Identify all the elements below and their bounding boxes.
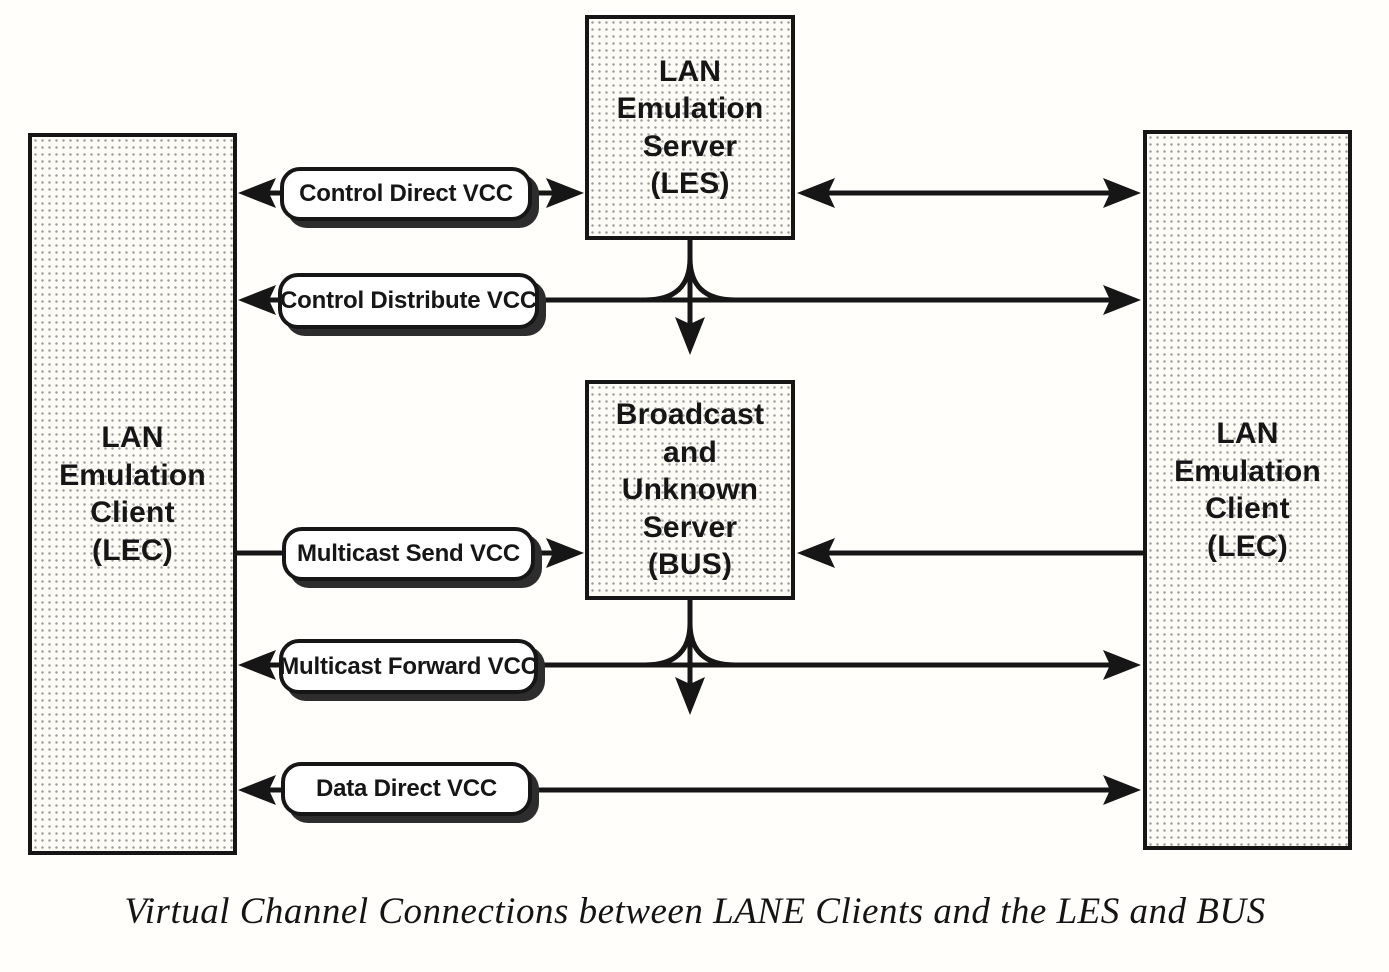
pill-multicast-forward-vcc-label: Multicast Forward VCC — [279, 652, 538, 680]
node-bus-label: Broadcast and Unknown Server (BUS) — [615, 398, 765, 582]
arrowhead-right — [1103, 178, 1141, 208]
les-to-right-lec-connector — [797, 178, 1141, 208]
pill-control-direct-vcc-label: Control Direct VCC — [299, 180, 513, 207]
arrowhead-left — [238, 650, 276, 680]
node-les-label: LAN Emulation Server (LES) — [616, 54, 764, 201]
pill-control-distribute-vcc: Control Distribute VCC — [278, 273, 539, 329]
pill-multicast-send-vcc: Multicast Send VCC — [282, 527, 535, 581]
arrowhead-down — [675, 677, 705, 715]
pill-multicast-forward-vcc: Multicast Forward VCC — [279, 639, 538, 694]
node-lec-left-label: LAN Emulation Client (LEC) — [59, 421, 206, 567]
pill-control-direct-vcc: Control Direct VCC — [280, 167, 532, 221]
arrowhead-left — [238, 285, 276, 315]
arrowhead-left — [238, 775, 276, 805]
arrowhead-right — [1103, 650, 1141, 680]
arrowhead-left — [797, 538, 835, 568]
arrowhead-right — [546, 538, 584, 568]
arrowhead-right — [1103, 285, 1141, 315]
multicast-forward-connector — [238, 600, 1141, 715]
arrowhead-left — [238, 178, 276, 208]
node-lec-left: LAN Emulation Client (LEC) — [28, 133, 237, 855]
node-lec-right: LAN Emulation Client (LEC) — [1143, 130, 1352, 850]
pill-data-direct-vcc-label: Data Direct VCC — [315, 775, 498, 802]
arrowhead-right — [1103, 775, 1141, 805]
figure-caption: Virtual Channel Connections between LANE… — [124, 891, 1266, 932]
fillet-left — [644, 622, 693, 668]
fillet-right — [687, 257, 736, 303]
node-lec-right-label: LAN Emulation Client (LEC) — [1174, 417, 1321, 563]
pill-control-distribute-vcc-label: Control Distribute VCC — [280, 287, 537, 314]
arrowhead-down — [675, 317, 705, 355]
node-bus: Broadcast and Unknown Server (BUS) — [585, 380, 795, 600]
pill-multicast-send-vcc-label: Multicast Send VCC — [296, 540, 521, 567]
node-les: LAN Emulation Server (LES) — [585, 15, 795, 240]
arrowhead-right — [546, 178, 584, 208]
arrowhead-left — [797, 178, 835, 208]
fillet-right — [687, 622, 736, 668]
pill-data-direct-vcc: Data Direct VCC — [281, 762, 532, 816]
fillet-left — [644, 257, 693, 303]
